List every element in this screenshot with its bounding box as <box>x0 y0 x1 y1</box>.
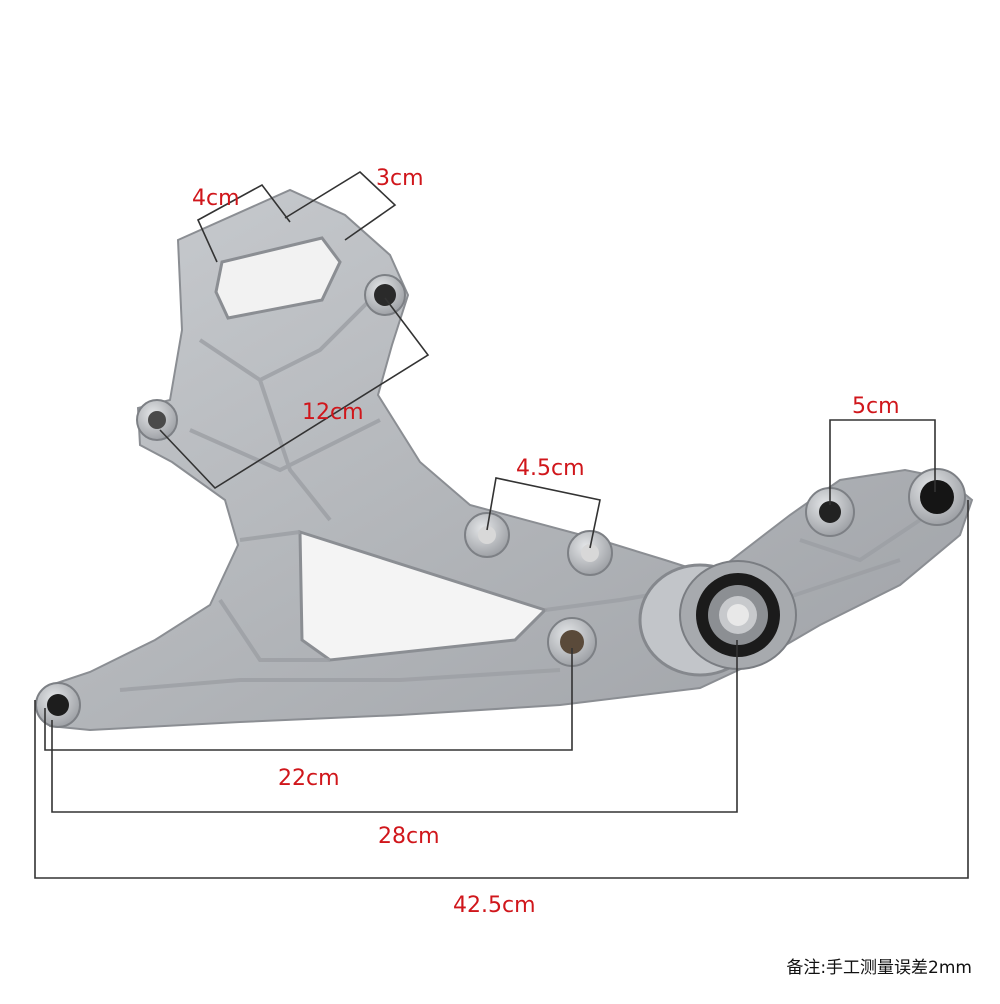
dimension-label-3cm: 3cm <box>376 166 424 191</box>
lower-mid-hole <box>547 617 597 667</box>
right-small-hole <box>805 487 855 537</box>
mid-left-hole <box>464 512 510 558</box>
dimension-label-4-5cm: 4.5cm <box>516 456 585 481</box>
measurement-note: 备注:手工测量误差2mm <box>786 958 972 978</box>
center-window-cutout <box>298 529 548 662</box>
left-end-hole <box>35 682 81 728</box>
dimension-lines <box>34 170 969 879</box>
top-right-hole <box>364 274 406 316</box>
bearing-housing <box>638 560 797 677</box>
left-upper-hole <box>136 399 178 441</box>
bracket-body <box>34 188 974 732</box>
top-window-cutout <box>214 236 342 320</box>
ribs <box>119 298 922 692</box>
dimension-label-22cm: 22cm <box>278 766 340 791</box>
right-end-hole <box>908 468 966 526</box>
dimension-label-4cm: 4cm <box>192 186 240 211</box>
dimension-label-28cm: 28cm <box>378 824 440 849</box>
dimension-label-12cm: 12cm <box>302 400 364 425</box>
dimension-label-42-5cm: 42.5cm <box>453 893 536 918</box>
mid-right-hole <box>567 530 613 576</box>
dimension-label-5cm: 5cm <box>852 394 900 419</box>
